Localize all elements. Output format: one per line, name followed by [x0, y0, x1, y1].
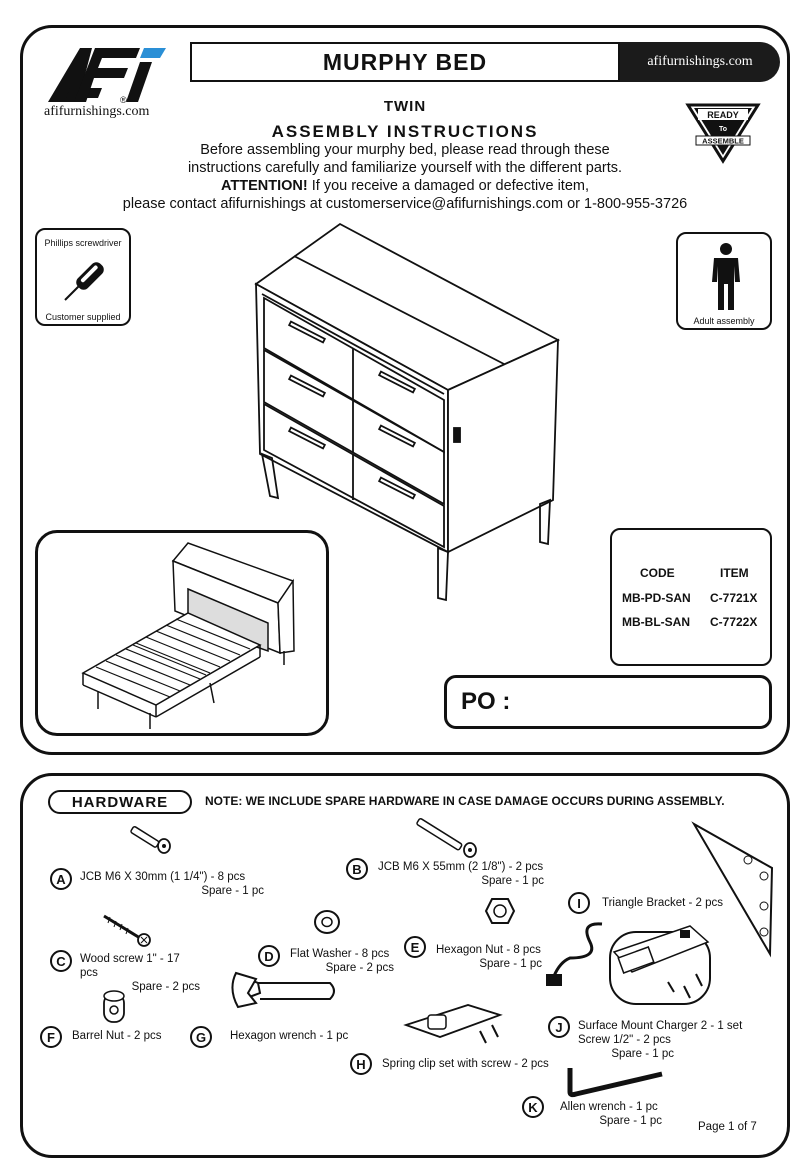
item-k-line2: Spare - 1 pc — [599, 1115, 662, 1127]
allen-wrench-icon — [567, 1068, 663, 1098]
item-j-text: Surface Mount Charger 2 - 1 set Screw 1/… — [578, 1019, 746, 1061]
item-e-line1: Hexagon Nut - 8 pcs — [436, 944, 541, 956]
item-d-text: Flat Washer - 8 pcs Spare - 2 pcs — [290, 947, 394, 975]
item-a-letter: A — [50, 868, 72, 890]
intro-line-2: instructions carefully and familiarize y… — [187, 160, 623, 176]
rta-bottom: ASSEMBLE — [702, 137, 744, 146]
cabinet-closed-illustration — [254, 222, 561, 602]
item-j-line3: Spare - 1 pc — [611, 1048, 674, 1060]
item-b-letter: B — [346, 858, 368, 880]
bolt-a-icon — [130, 826, 171, 854]
ready-to-assemble-badge: READY To ASSEMBLE — [685, 103, 761, 164]
item-j-line1: Surface Mount Charger 2 - 1 set — [578, 1020, 743, 1032]
item-a-text: JCB M6 X 30mm (1 1/4") - 8 pcs Spare - 1… — [80, 870, 264, 898]
registered-mark: ® — [120, 95, 127, 105]
item-g-line1: Hexagon wrench - 1 pc — [230, 1030, 349, 1042]
rta-mid: To — [719, 126, 727, 133]
subtitle: TWIN — [383, 98, 427, 115]
title-bar: MURPHY BED afifurnishings.com — [190, 42, 780, 82]
item-k-text: Allen wrench - 1 pc Spare - 1 pc — [560, 1100, 662, 1128]
item-e-text: Hexagon Nut - 8 pcs Spare - 1 pc — [436, 943, 542, 971]
item-d-line2: Spare - 2 pcs — [325, 962, 394, 974]
item-d-letter: D — [258, 945, 280, 967]
intro-text: Before assembling your murphy bed, pleas… — [110, 141, 700, 213]
item-c-line1: Wood screw 1" - 17 pcs — [80, 953, 180, 979]
triangle-bracket-icon — [691, 821, 774, 958]
item-c-line2: Spare - 2 pcs — [131, 981, 200, 993]
item-e-letter: E — [404, 936, 426, 958]
item-e-line2: Spare - 1 pc — [479, 958, 542, 970]
po-label: PO : — [461, 688, 511, 715]
item-b-line1: JCB M6 X 55mm (2 1/8") - 2 pcs — [378, 861, 544, 873]
item-value: C-7722X — [710, 615, 758, 629]
item-c-text: Wood screw 1" - 17 pcs Spare - 2 pcs — [80, 952, 200, 994]
site-url: afifurnishings.com — [620, 42, 780, 82]
item-f-letter: F — [40, 1026, 62, 1048]
bolt-b-icon — [416, 818, 477, 858]
hardware-badge: HARDWARE — [48, 790, 192, 814]
item-header: ITEM — [720, 566, 749, 580]
surface-mount-charger-icon — [546, 922, 711, 1005]
murphy-bed-open-illustration — [81, 542, 295, 729]
item-b-text: JCB M6 X 55mm (2 1/8") - 2 pcs Spare - 1… — [378, 860, 544, 888]
po-field[interactable]: PO : — [444, 675, 772, 729]
heading: ASSEMBLY INSTRUCTIONS — [271, 122, 539, 141]
page-title: MURPHY BED — [190, 42, 620, 82]
item-g-letter: G — [190, 1026, 212, 1048]
screwdriver-icon — [64, 262, 104, 301]
person-icon — [712, 243, 740, 310]
item-b-line2: Spare - 1 pc — [481, 875, 544, 887]
item-a-line2: Spare - 1 pc — [201, 885, 264, 897]
screwdriver-box: Phillips screwdriver Customer supplied — [35, 228, 131, 326]
item-value: C-7721X — [710, 591, 758, 605]
intro-line-3: ATTENTION! If you receive a damaged or d… — [110, 177, 700, 195]
hardware-note: NOTE: WE INCLUDE SPARE HARDWARE IN CASE … — [205, 794, 725, 808]
spring-clip-icon — [403, 1004, 503, 1044]
attention-label: ATTENTION! — [220, 178, 308, 194]
open-bed-box — [35, 530, 329, 736]
item-f-line1: Barrel Nut - 2 pcs — [72, 1030, 162, 1042]
hexagon-nut-icon — [484, 898, 516, 924]
item-j-line2: Screw 1/2" - 2 pcs — [578, 1034, 671, 1046]
screwdriver-caption: Customer supplied — [45, 312, 121, 322]
intro-line-1: Before assembling your murphy bed, pleas… — [200, 142, 610, 158]
adult-assembly-box: Adult assembly — [676, 232, 772, 330]
logo-text: afifurnishings.com — [44, 104, 150, 119]
item-k-letter: K — [522, 1096, 544, 1118]
item-h-letter: H — [350, 1053, 372, 1075]
wood-screw-icon — [103, 914, 151, 947]
code-value: MB-BL-SAN — [622, 615, 690, 629]
rta-top: READY — [707, 110, 739, 120]
code-header: CODE — [640, 566, 675, 580]
item-k-line1: Allen wrench - 1 pc — [560, 1101, 658, 1113]
adult-assembly-caption: Adult assembly — [693, 316, 755, 326]
item-c-letter: C — [50, 950, 72, 972]
intro-line-3-text: If you receive a damaged or defective it… — [307, 178, 589, 194]
barrel-nut-icon — [103, 990, 125, 1023]
flat-washer-icon — [314, 910, 340, 934]
code-item-table: CODE ITEM MB-PD-SAN C-7721X MB-BL-SAN C-… — [610, 528, 772, 666]
intro-line-4: please contact afifurnishings at custome… — [122, 196, 688, 212]
afi-logo-icon — [48, 48, 166, 102]
item-j-letter: J — [548, 1016, 570, 1038]
page-number: Page 1 of 7 — [698, 1121, 757, 1133]
item-h-line1: Spring clip set with screw - 2 pcs — [382, 1058, 549, 1070]
item-i-line1: Triangle Bracket - 2 pcs — [602, 897, 724, 909]
code-value: MB-PD-SAN — [622, 591, 691, 605]
hexagon-wrench-icon — [231, 971, 335, 1009]
item-i-letter: I — [568, 892, 590, 914]
item-a-line1: JCB M6 X 30mm (1 1/4") - 8 pcs — [80, 871, 246, 883]
item-d-line1: Flat Washer - 8 pcs — [290, 948, 390, 960]
screwdriver-label: Phillips screwdriver — [44, 238, 122, 248]
